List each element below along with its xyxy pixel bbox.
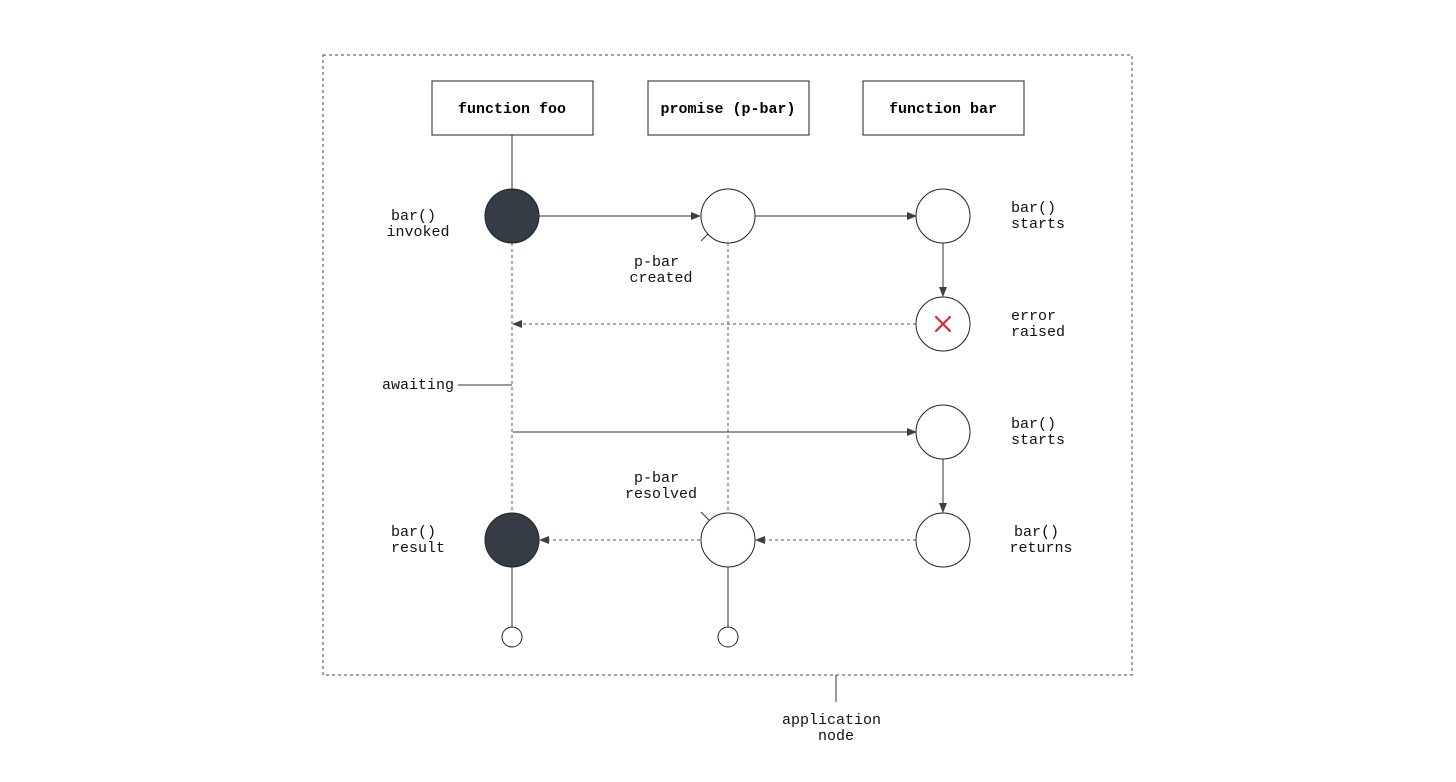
label-error-raised-line2: raised <box>1011 324 1065 341</box>
foo-invoke-node <box>484 188 540 244</box>
label-bar-starts-1-line1: bar() <box>1011 200 1056 217</box>
label-bar-starts-1-line2: starts <box>1011 216 1065 233</box>
label-pbar-resolved: p-bar resolved <box>625 470 697 503</box>
x-icon <box>934 315 952 333</box>
label-bar-starts-1: bar() starts <box>1011 200 1065 233</box>
bar-returns-node <box>915 512 971 568</box>
label-application-node: application node <box>782 712 890 745</box>
promise-end-node <box>717 626 739 648</box>
label-bar-result-line2: result <box>391 540 445 557</box>
bar-start-node <box>915 188 971 244</box>
header-promise-p-bar: promise (p-bar) <box>647 80 810 136</box>
header-function-foo-label: function foo <box>458 101 566 118</box>
label-bar-returns-line1: bar() <box>1014 524 1059 541</box>
promise-created-node <box>700 188 756 244</box>
bar-restart-node <box>915 404 971 460</box>
application-node-boundary <box>322 54 1133 676</box>
label-error-raised-line1: error <box>1011 308 1056 325</box>
label-bar-starts-2: bar() starts <box>1011 416 1065 449</box>
label-pbar-created: p-bar created <box>629 254 692 287</box>
header-function-bar: function bar <box>862 80 1025 136</box>
label-bar-starts-2-line2: starts <box>1011 432 1065 449</box>
label-error-raised: error raised <box>1011 308 1065 341</box>
label-pbar-resolved-line2: resolved <box>625 486 697 503</box>
label-pbar-created-line2: created <box>629 270 692 287</box>
label-bar-returns-line2: returns <box>1009 540 1072 557</box>
promise-resolved-node <box>700 512 756 568</box>
foo-end-node <box>501 626 523 648</box>
label-pbar-created-line1: p-bar <box>634 254 679 271</box>
pbar-resolved-leader <box>700 511 710 521</box>
label-bar-returns: bar() returns <box>1009 524 1072 557</box>
header-function-bar-label: function bar <box>889 101 997 118</box>
label-bar-invoked-line2: invoked <box>386 224 449 241</box>
label-application-node-line1: application <box>782 712 881 729</box>
label-bar-invoked-line1: bar() <box>391 208 436 225</box>
label-bar-result: bar() result <box>391 524 445 557</box>
label-bar-invoked: bar() invoked <box>386 208 449 241</box>
header-function-foo: function foo <box>431 80 594 136</box>
label-awaiting: awaiting <box>382 377 454 394</box>
foo-result-node <box>484 512 540 568</box>
label-pbar-resolved-line1: p-bar <box>634 470 679 487</box>
header-promise-label: promise (p-bar) <box>660 101 795 118</box>
label-bar-starts-2-line1: bar() <box>1011 416 1056 433</box>
label-bar-result-line1: bar() <box>391 524 436 541</box>
label-application-node-line2: node <box>818 728 854 745</box>
